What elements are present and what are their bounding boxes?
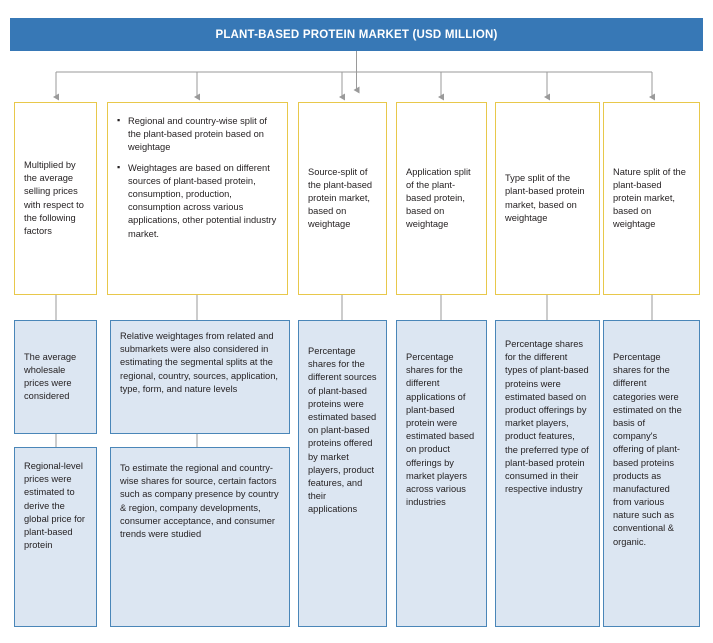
page-title: PLANT-BASED PROTEIN MARKET (USD MILLION) bbox=[10, 18, 703, 51]
blue-box-col-5-tall: Percentage shares for the different type… bbox=[495, 320, 600, 627]
yellow-box-col-2-bullets: Regional and country-wise split of the p… bbox=[117, 114, 278, 241]
blue-box-col-2-bottom-text: To estimate the regional and country-wis… bbox=[120, 463, 279, 539]
blue-box-col-6-tall-text: Percentage shares for the different cate… bbox=[613, 352, 682, 547]
yellow-box-col-3-text: Source-split of the plant-based protein … bbox=[308, 166, 373, 230]
blue-box-col-1-bottom-text: Regional-level prices were estimated to … bbox=[24, 461, 85, 551]
blue-box-col-6-tall: Percentage shares for the different cate… bbox=[603, 320, 700, 627]
yellow-box-col-6: Nature split of the plant-based protein … bbox=[603, 102, 700, 295]
bullet-item: Regional and country-wise split of the p… bbox=[117, 114, 278, 155]
yellow-box-col-4-text: Application split of the plant-based pro… bbox=[406, 166, 471, 230]
blue-box-col-1-mid: The average wholesale prices were consid… bbox=[14, 320, 97, 434]
blue-box-col-5-tall-text: Percentage shares for the different type… bbox=[505, 339, 589, 495]
yellow-box-col-3: Source-split of the plant-based protein … bbox=[298, 102, 387, 295]
yellow-box-col-5: Type split of the plant-based protein ma… bbox=[495, 102, 600, 295]
blue-box-col-1-mid-text: The average wholesale prices were consid… bbox=[24, 351, 77, 402]
yellow-box-col-4: Application split of the plant-based pro… bbox=[396, 102, 487, 295]
blue-box-col-2-mid-text: Relative weightages from related and sub… bbox=[120, 331, 278, 394]
yellow-box-col-1: Multiplied by the average selling prices… bbox=[14, 102, 97, 295]
yellow-box-col-6-text: Nature split of the plant-based protein … bbox=[613, 166, 686, 230]
blue-box-col-2-mid: Relative weightages from related and sub… bbox=[110, 320, 290, 434]
yellow-box-col-5-text: Type split of the plant-based protein ma… bbox=[505, 173, 585, 223]
blue-box-col-3-tall: Percentage shares for the different sour… bbox=[298, 320, 387, 627]
blue-box-col-4-tall-text: Percentage shares for the different appl… bbox=[406, 352, 475, 508]
blue-box-col-3-tall-text: Percentage shares for the different sour… bbox=[308, 346, 377, 515]
yellow-box-col-1-text: Multiplied by the average selling prices… bbox=[24, 159, 84, 236]
blue-box-col-1-bottom: Regional-level prices were estimated to … bbox=[14, 447, 97, 627]
bullet-item: Weightages are based on different source… bbox=[117, 161, 278, 241]
blue-box-col-2-bottom: To estimate the regional and country-wis… bbox=[110, 447, 290, 627]
yellow-box-col-2: Regional and country-wise split of the p… bbox=[107, 102, 288, 295]
blue-box-col-4-tall: Percentage shares for the different appl… bbox=[396, 320, 487, 627]
